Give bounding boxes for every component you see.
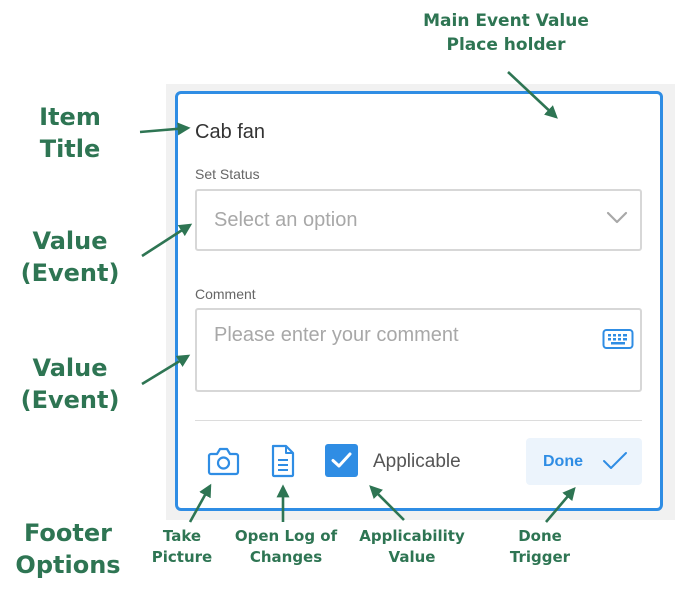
annotation-line: Value [388,548,436,566]
annotation-open-log: Open Log of Changes [228,526,344,568]
document-icon[interactable] [270,444,296,483]
arrow-applicability [369,485,405,521]
annotation-line: Value [32,227,108,255]
chevron-down-icon [606,211,628,230]
done-button[interactable]: Done [526,438,642,485]
annotation-line: Take [162,527,202,545]
checkmark-icon [603,452,627,469]
annotation-line: Item [39,103,101,131]
annotation-done-trigger: Done Trigger [502,526,578,568]
annotation-value-event-1: Value (Event) [14,225,126,289]
annotation-line: (Event) [20,259,120,287]
status-select[interactable]: Select an option [195,189,642,251]
arrow-done-trigger [545,487,576,523]
camera-icon[interactable] [207,446,240,481]
annotation-line: Footer [24,519,112,547]
arrow-value-event-2 [141,354,191,386]
arrow-main-event [507,71,558,119]
annotation-line: Value [32,354,108,382]
annotation-line: Trigger [509,548,571,566]
footer-divider [195,420,642,421]
annotation-applicability-value: Applicability Value [349,526,475,568]
done-label: Done [543,453,583,470]
item-title: Cab fan [195,121,266,143]
applicable-label: Applicable [373,451,461,472]
status-placeholder: Select an option [214,209,358,231]
annotation-line: Applicability [359,527,465,545]
arrow-item-title [139,122,191,136]
annotation-footer-options: Footer Options [10,517,126,581]
annotation-line: (Event) [20,386,120,414]
arrow-value-event-1 [141,223,193,258]
annotation-value-event-2: Value (Event) [14,352,126,416]
applicable-checkbox[interactable] [325,444,358,477]
arrow-take-picture [188,483,212,523]
annotation-item-title: Item Title [28,101,112,165]
comment-field[interactable]: Please enter your comment [195,308,642,392]
annotation-line: Done [518,527,562,545]
keyboard-icon[interactable] [602,328,634,355]
annotation-line: Options [15,551,121,579]
comment-label: Comment [195,286,256,302]
annotation-line: Changes [249,548,323,566]
annotation-main-event-value: Main Event Value Place holder [400,9,612,57]
annotation-line: Title [39,135,101,163]
comment-placeholder: Please enter your comment [214,324,459,346]
annotation-line: Picture [151,548,213,566]
annotation-line: Open Log of [234,527,338,545]
status-label: Set Status [195,166,260,182]
annotation-line: Place holder [446,35,566,55]
annotation-take-picture: Take Picture [146,526,218,568]
checkmark-icon [331,452,352,468]
annotation-line: Main Event Value [423,11,589,31]
